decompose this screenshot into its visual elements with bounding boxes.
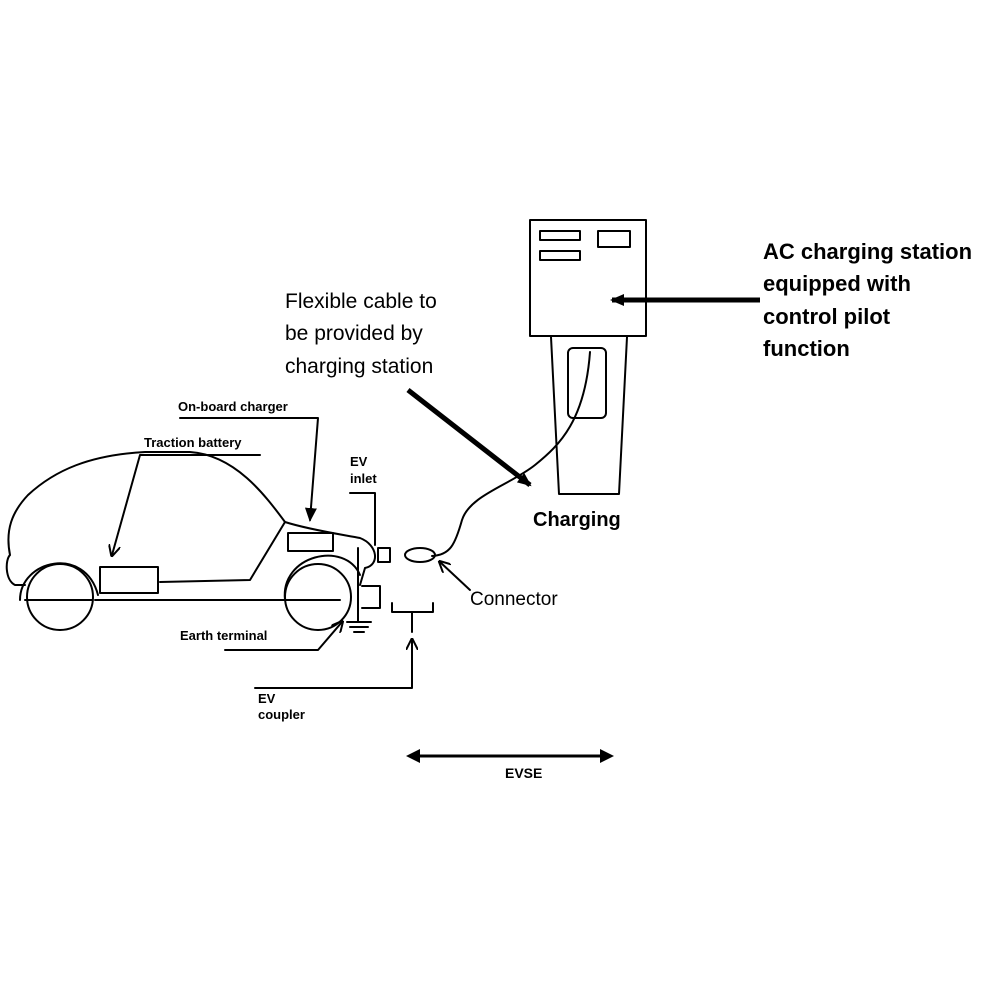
evse-label: EVSE [505, 765, 542, 781]
on-board-charger-box [287, 532, 334, 552]
station-display-3 [539, 250, 581, 261]
station-display-1 [539, 230, 581, 241]
charging-label: Charging [533, 509, 621, 531]
station-title-line-3: control pilot [763, 304, 891, 329]
ev-coupler-label-line-1: EV [258, 691, 276, 706]
station-head [529, 219, 647, 337]
ev-inlet-label-line-2: inlet [350, 471, 377, 486]
station-holster [567, 347, 607, 419]
station-title-line-4: function [763, 336, 850, 361]
station-post [550, 336, 628, 495]
cable-note-line-1: Flexible cable to [285, 290, 437, 313]
car-body [5, 451, 376, 601]
connector-label: Connector [470, 589, 558, 610]
on-board-charger-label: On-board charger [178, 399, 288, 414]
traction-battery-label: Traction battery [144, 435, 242, 450]
ev-coupler-bracket [391, 602, 434, 633]
front-wheel [284, 563, 352, 631]
station-display-2 [597, 230, 631, 248]
cable-note-line-2: be provided by [285, 322, 423, 345]
hood-line [159, 521, 286, 583]
earth-terminal-label: Earth terminal [180, 628, 267, 643]
charging-station [529, 219, 647, 495]
cable-arrow [406, 388, 532, 487]
rear-wheel [26, 563, 94, 631]
evse-double-arrow [406, 749, 614, 763]
ev-inlet-box [377, 547, 391, 563]
station-title-line-2: equipped with [763, 271, 911, 296]
earth-terminal-pointer [224, 622, 342, 651]
ev-coupler-pointer [254, 640, 412, 689]
ev-coupler-label-line-2: coupler [258, 707, 305, 722]
flexible-cable [431, 351, 591, 557]
ev-inlet-pointer [349, 492, 376, 546]
connector-pointer [440, 562, 471, 591]
front-bumper [361, 585, 381, 609]
on-board-charger-pointer [179, 417, 319, 522]
cable-note-line-3: charging station [285, 355, 433, 378]
station-title-line-1: AC charging station [763, 239, 972, 264]
electric-vehicle [5, 451, 391, 633]
earth-wire [346, 547, 372, 633]
ev-inlet-label-line-1: EV [350, 454, 368, 469]
traction-battery-box [99, 566, 159, 594]
connector-plug [404, 547, 436, 563]
front-wheel-arch [283, 554, 361, 601]
traction-battery-pointer [112, 454, 261, 555]
